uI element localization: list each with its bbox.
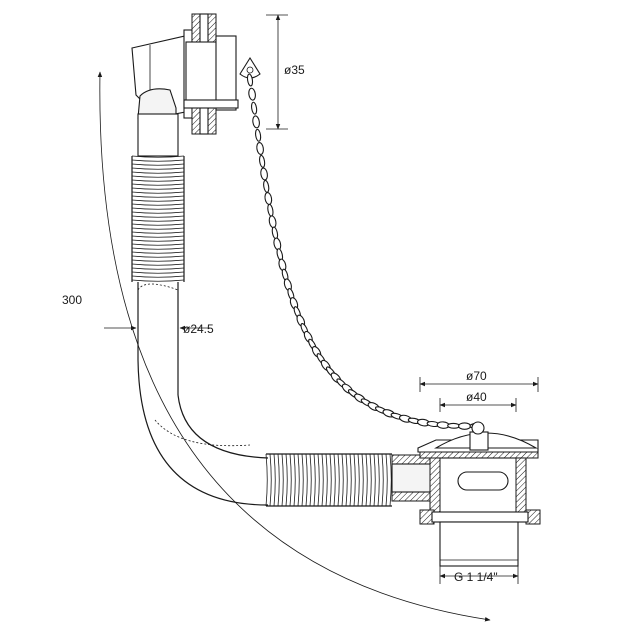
plug-chain <box>246 73 483 430</box>
dimension-waste-outer: ø70 <box>419 369 539 392</box>
chain-link <box>260 167 268 181</box>
hose-diameter-label: ø24.5 <box>183 322 214 336</box>
chain-link <box>268 215 277 229</box>
waste-body <box>417 421 541 567</box>
overflow-diameter-label: ø35 <box>284 63 305 77</box>
chain-link <box>256 142 264 155</box>
waste-inner-diameter-label: ø40 <box>466 390 487 404</box>
thread-label: G 1 1/4" <box>454 570 498 584</box>
waste-outer-diameter-label: ø70 <box>466 369 487 383</box>
chain-link <box>259 154 266 168</box>
overflow-hose <box>131 113 433 507</box>
dimension-length: 300 <box>62 71 491 622</box>
chain-link <box>248 87 256 101</box>
dimension-waste-inner: ø40 <box>439 390 517 412</box>
chain-link <box>458 422 472 430</box>
chain-link <box>267 203 274 217</box>
chain-link <box>264 192 273 205</box>
chain-link <box>252 115 260 129</box>
dimension-hose: ø24.5 <box>104 322 214 336</box>
chain-link <box>263 179 270 193</box>
chain-link <box>447 422 461 429</box>
chain-link <box>255 128 262 142</box>
dimension-overflow: ø35 <box>266 14 305 130</box>
chain-link <box>273 237 282 251</box>
chain-link <box>271 226 279 240</box>
chain-link <box>251 101 258 115</box>
dimension-thread: G 1 1/4" <box>439 566 519 584</box>
length-label: 300 <box>62 293 82 307</box>
